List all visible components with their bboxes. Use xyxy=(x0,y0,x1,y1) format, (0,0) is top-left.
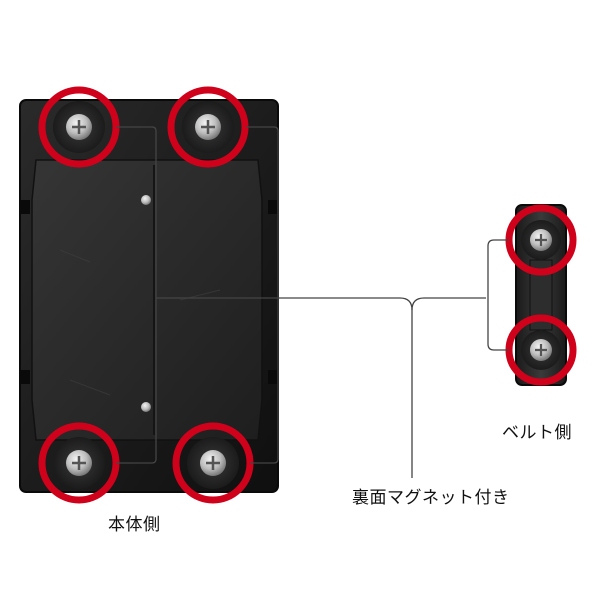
back-magnet-label: 裏面マグネット付き xyxy=(352,488,510,508)
phillips-screw-icon xyxy=(53,437,105,489)
belt-side-label: ベルト側 xyxy=(502,423,572,443)
phillips-screw-icon xyxy=(182,101,234,153)
callout-lines xyxy=(116,126,509,478)
device-main-body xyxy=(19,99,279,493)
body-side-label: 本体側 xyxy=(108,515,161,535)
phillips-screw-icon xyxy=(521,330,561,370)
phillips-screw-icon xyxy=(521,220,561,260)
phillips-screw-icon xyxy=(187,437,239,489)
phillips-screw-icon xyxy=(53,101,105,153)
